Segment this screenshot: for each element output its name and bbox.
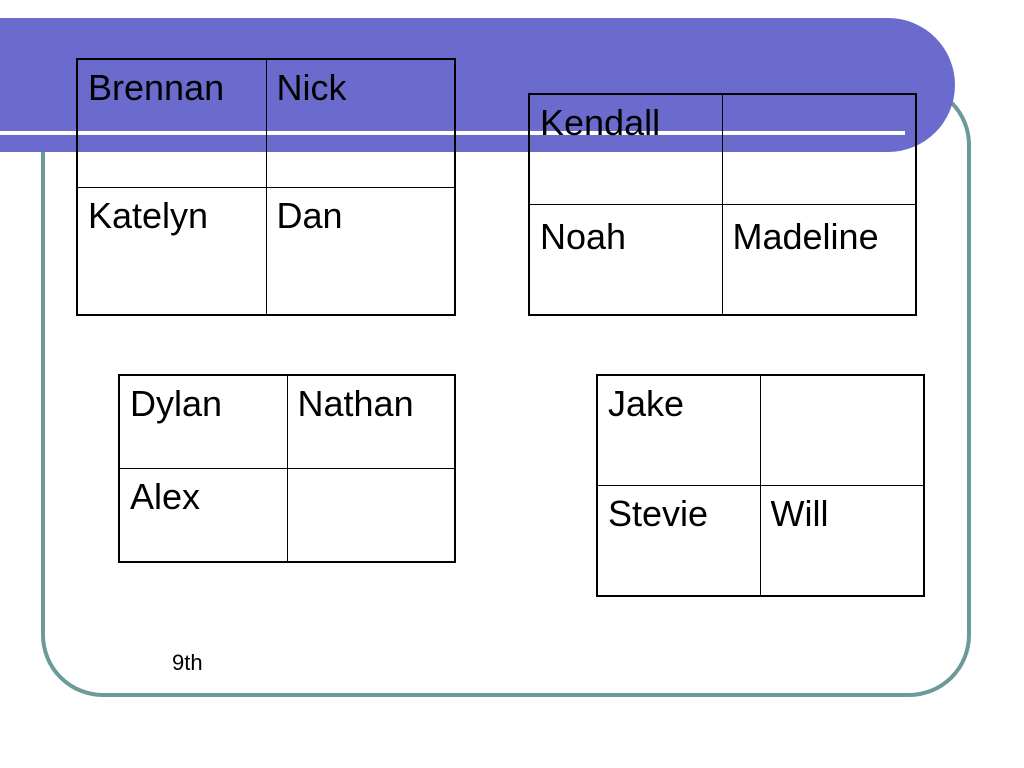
table-cell: Kendall <box>528 93 723 205</box>
table-cell: Alex <box>118 467 288 563</box>
table-cell: Madeline <box>721 203 917 316</box>
table-cell <box>759 374 925 486</box>
group-table-2: Kendall Noah Madeline <box>528 93 917 316</box>
table-cell: Brennan <box>76 58 267 188</box>
table-cell: Dan <box>265 186 456 316</box>
group-table-1: Brennan Nick Katelyn Dan <box>76 58 456 316</box>
table-cell: Dylan <box>118 374 288 469</box>
group-table-3: Dylan Nathan Alex <box>118 374 456 563</box>
table-cell: Will <box>759 484 925 597</box>
group-table-4: Jake Stevie Will <box>596 374 925 597</box>
table-cell: Nathan <box>286 374 456 469</box>
table-cell: Noah <box>528 203 723 316</box>
table-cell <box>286 467 456 563</box>
footer-label: 9th <box>172 650 203 675</box>
table-cell: Stevie <box>596 484 761 597</box>
table-cell <box>721 93 917 205</box>
table-cell: Katelyn <box>76 186 267 316</box>
table-cell: Nick <box>265 58 456 188</box>
table-cell: Jake <box>596 374 761 486</box>
